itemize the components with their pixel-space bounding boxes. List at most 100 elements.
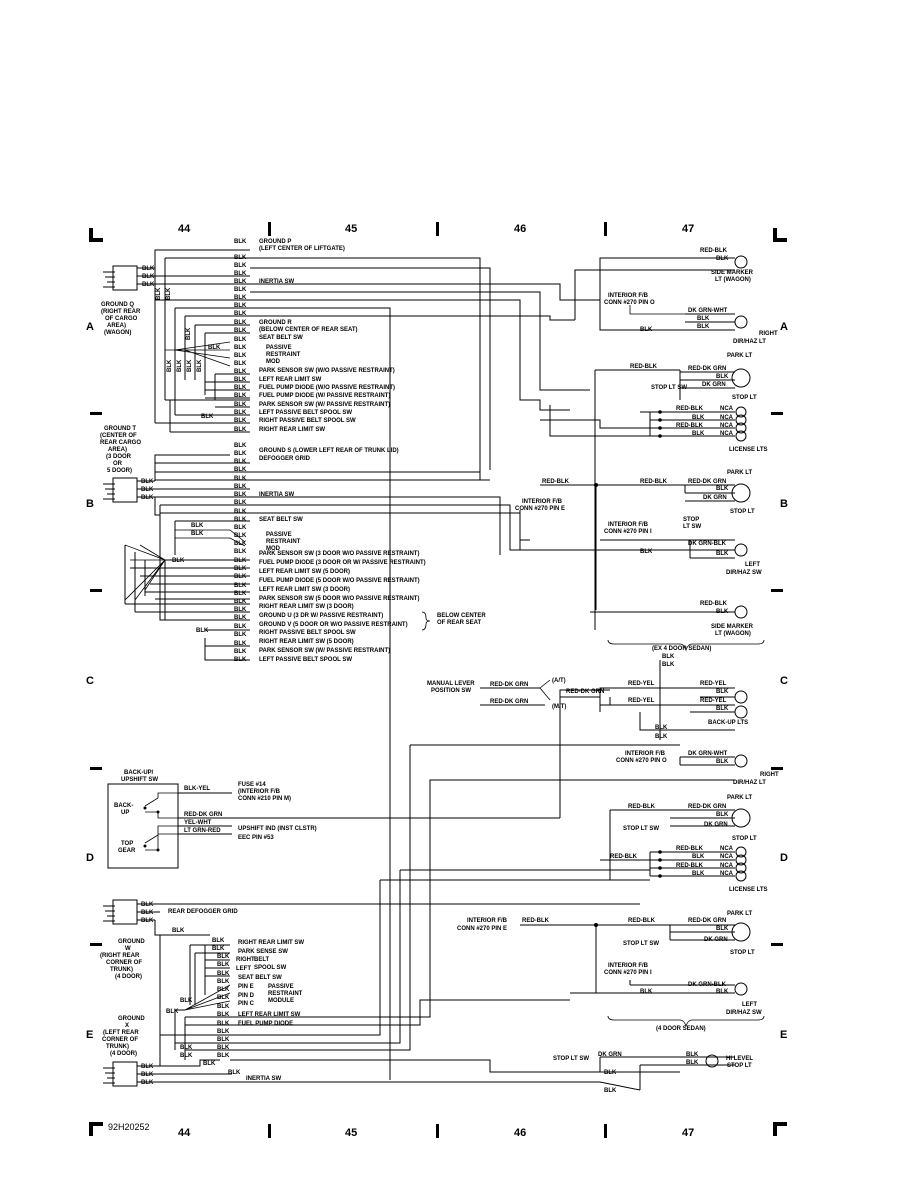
wire-label: BLK — [234, 492, 247, 498]
wire-label: BLK — [166, 1009, 179, 1015]
wire-label: BLK — [234, 337, 247, 343]
wire-label: GROUND — [118, 1016, 145, 1022]
wire-label: BLK — [234, 591, 247, 597]
wire-label: HI LEVEL — [726, 1056, 753, 1062]
wire-label: BLK — [234, 361, 247, 367]
wire-label: BLK — [141, 495, 154, 501]
wire-label: BLK — [217, 1029, 230, 1035]
right-upper-lamps — [731, 255, 751, 719]
wire-label: (RIGHT REAR — [100, 953, 140, 959]
wire-label: SEAT BELT SW — [259, 517, 303, 523]
wire-label: BLK — [234, 287, 247, 293]
wire-label: RESTRAINT — [266, 539, 301, 545]
wire-label: BLK — [234, 459, 247, 465]
wire-label: BLK — [234, 615, 247, 621]
wire-label: POSITION SW — [431, 688, 471, 694]
wire-label: LEFT — [236, 966, 251, 972]
wire-label: STOP LT — [732, 836, 757, 842]
column-labels-top: 44 45 46 47 — [178, 223, 694, 235]
col-label: 46 — [514, 223, 526, 235]
wire-label: DK GRN — [703, 495, 727, 501]
wire-label: CONN #210 PIN M) — [238, 796, 291, 802]
wire-label: INTERIOR F/B — [467, 918, 508, 924]
wire-label: DK GRN — [702, 382, 726, 388]
wire-label: BLK — [217, 979, 230, 985]
wire-label: LEFT — [745, 562, 760, 568]
wire-label: GROUND Q — [101, 302, 134, 308]
wire-label: BLK — [234, 353, 247, 359]
row-labels-left: A B C D E — [86, 321, 94, 1041]
wire-label: GEAR — [118, 848, 136, 854]
wire-label: RIGHT REAR LIMIT SW — [238, 940, 304, 946]
wire-label: RIGHT REAR LIMIT SW (3 DOOR) — [259, 604, 354, 610]
wire-label: RED-DK GRN — [688, 804, 726, 810]
wire-label: OF CARGO — [105, 316, 138, 322]
wire-label: INTERIOR F/B — [522, 499, 563, 505]
wire-label: (BELOW CENTER OF REAR SEAT) — [259, 327, 358, 333]
wire-label: OF REAR SEAT — [437, 620, 482, 626]
row-label: C — [86, 675, 94, 687]
wire-label: DK GRN — [704, 822, 728, 828]
group-a-wiring — [154, 249, 600, 1080]
wire-label: RED-DK GRN — [688, 366, 726, 372]
col-label: 47 — [682, 1127, 694, 1139]
wire-label: FUEL PUMP DIODE — [238, 1021, 293, 1027]
wire-label: STOP LT SW — [623, 941, 659, 947]
wire-label: PARK SENSE SW — [238, 949, 288, 955]
wire-label: BLK — [191, 523, 204, 529]
row-label: D — [780, 852, 788, 864]
wire-label: BLK — [166, 287, 172, 300]
wire-label: CONN #270 PIN I — [604, 529, 652, 535]
wire-label: FUEL PUMP DIODE (3 DOOR OR W/ PASSIVE RE… — [259, 560, 426, 566]
wire-label: BLK — [217, 1045, 230, 1051]
wire-label: BLK — [203, 1061, 216, 1067]
wire-label: (4 DOOR) — [110, 1051, 137, 1057]
wire-label: RESTRAINT — [266, 352, 301, 358]
wire-label: BLK — [180, 998, 193, 1004]
wire-label: BLK — [234, 255, 247, 261]
wire-label: DIR/HAZ LT — [733, 780, 766, 786]
wire-label: MOD — [266, 359, 281, 365]
wire-label: GROUND V (5 DOOR OR W/O PASSIVE RESTRAIN… — [259, 622, 408, 628]
wire-label: AREA) — [107, 323, 126, 329]
wire-label: BLK — [141, 1072, 154, 1078]
wire-label: BLK — [716, 989, 729, 995]
wire-label: RIGHT — [760, 772, 779, 778]
wire-label: STOP LT SW — [623, 826, 659, 832]
wire-label: GROUND S (LOWER LEFT REAR OF TRUNK LID) — [259, 448, 399, 454]
wire-label: BLK — [716, 609, 729, 615]
wire-label: CORNER OF — [102, 1037, 138, 1043]
wire-label: GROUND P — [259, 239, 291, 245]
wire-label: BLK — [686, 1052, 699, 1058]
wire-label: RED-BLK — [628, 804, 656, 810]
wire-label: STOP LT — [732, 395, 757, 401]
col-label: 46 — [514, 1127, 526, 1139]
wire-label: BACK- — [114, 803, 133, 809]
wire-label: FUEL PUMP DIODE (W/ PASSIVE RESTRAINT) — [259, 393, 390, 399]
wire-label: PARK LT — [727, 470, 752, 476]
wire-label: BLK — [234, 525, 247, 531]
row-label: B — [86, 498, 94, 510]
wire-label: LEFT — [742, 1002, 757, 1008]
ground-w-block: BLK BLK BLK GROUND W (RIGHT REAR CORNER … — [100, 899, 155, 980]
wire-label: PARK SENSOR SW (5 DOOR W/O PASSIVE RESTR… — [259, 596, 419, 602]
wire-label: PARK SENSOR SW (W/O PASSIVE RESTRAINT) — [259, 368, 395, 374]
wire-label: BLK — [655, 725, 668, 731]
wire-label: (LEFT REAR — [103, 1030, 139, 1036]
column-ticks — [268, 222, 607, 1138]
right-dir-lamp — [734, 315, 748, 329]
wire-label: BLK — [180, 1053, 193, 1059]
wire-label: BLK — [234, 410, 247, 416]
wire-label: RIGHT REAR LIMIT SW (5 DOOR) — [259, 639, 354, 645]
wire-label: LEFT PASSIVE BELT SPOOL SW — [259, 410, 352, 416]
col-label: 47 — [682, 223, 694, 235]
wire-label: LEFT REAR LIMIT SW (3 DOOR) — [259, 587, 350, 593]
wire-label: BLK — [141, 1064, 154, 1070]
wire-label: BLK — [217, 971, 230, 977]
wire-label: CONN #270 PIN O — [604, 300, 655, 306]
right-upper-labels: RED-BLK BLK SIDE MARKER LT (WAGON) INTER… — [427, 248, 778, 740]
wire-label: LT SW — [683, 524, 702, 530]
